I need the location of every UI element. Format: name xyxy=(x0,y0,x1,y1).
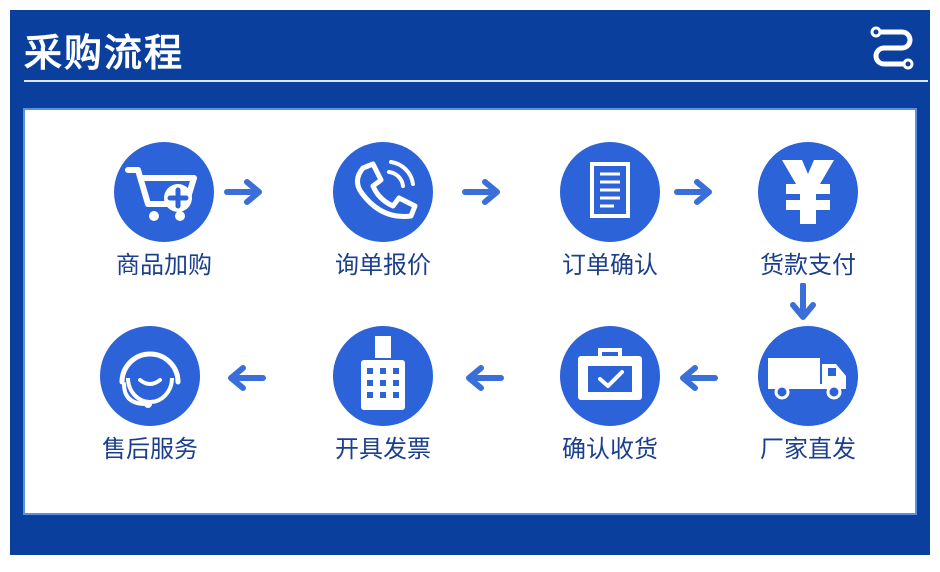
arrow-left-icon xyxy=(675,363,719,393)
step-confirm-receipt: 确认收货 xyxy=(535,326,685,476)
page-title: 采购流程 xyxy=(24,31,185,75)
step-payment: 货款支付 xyxy=(733,142,883,292)
step-order-confirm: 订单确认 xyxy=(535,142,685,292)
step-label: 售后服务 xyxy=(102,435,198,463)
title-divider xyxy=(24,80,928,82)
document-icon xyxy=(560,142,660,242)
arrow-right-icon xyxy=(673,177,717,207)
step-label: 确认收货 xyxy=(562,435,658,463)
step-issue-invoice: 开具发票 xyxy=(308,326,458,476)
step-label: 厂家直发 xyxy=(760,435,856,463)
phone-call-icon xyxy=(333,142,433,242)
arrow-left-icon xyxy=(461,363,505,393)
yen-icon xyxy=(758,142,858,242)
shopping-cart-add-icon xyxy=(114,142,214,242)
step-label: 订单确认 xyxy=(562,251,658,279)
process-panel: 商品加购 询单报价 xyxy=(23,108,917,515)
step-label: 开具发票 xyxy=(335,435,431,463)
arrow-right-icon xyxy=(223,177,267,207)
arrow-left-icon xyxy=(223,363,267,393)
step-after-sales: 售后服务 xyxy=(75,326,225,476)
procurement-banner: 采购流程 商品加购 xyxy=(10,10,930,555)
invoice-printer-icon xyxy=(333,326,433,426)
step-label: 货款支付 xyxy=(760,251,856,279)
briefcase-check-icon xyxy=(560,326,660,426)
headset-service-icon xyxy=(100,326,200,426)
step-add-to-cart: 商品加购 xyxy=(89,142,239,292)
flow-route-icon xyxy=(868,24,918,74)
step-label: 商品加购 xyxy=(116,251,212,279)
arrow-right-icon xyxy=(461,177,505,207)
delivery-truck-icon xyxy=(758,326,858,426)
step-factory-ship: 厂家直发 xyxy=(733,326,883,476)
step-label: 询单报价 xyxy=(335,251,431,279)
arrow-down-icon xyxy=(788,282,818,323)
step-inquiry-quote: 询单报价 xyxy=(308,142,458,292)
